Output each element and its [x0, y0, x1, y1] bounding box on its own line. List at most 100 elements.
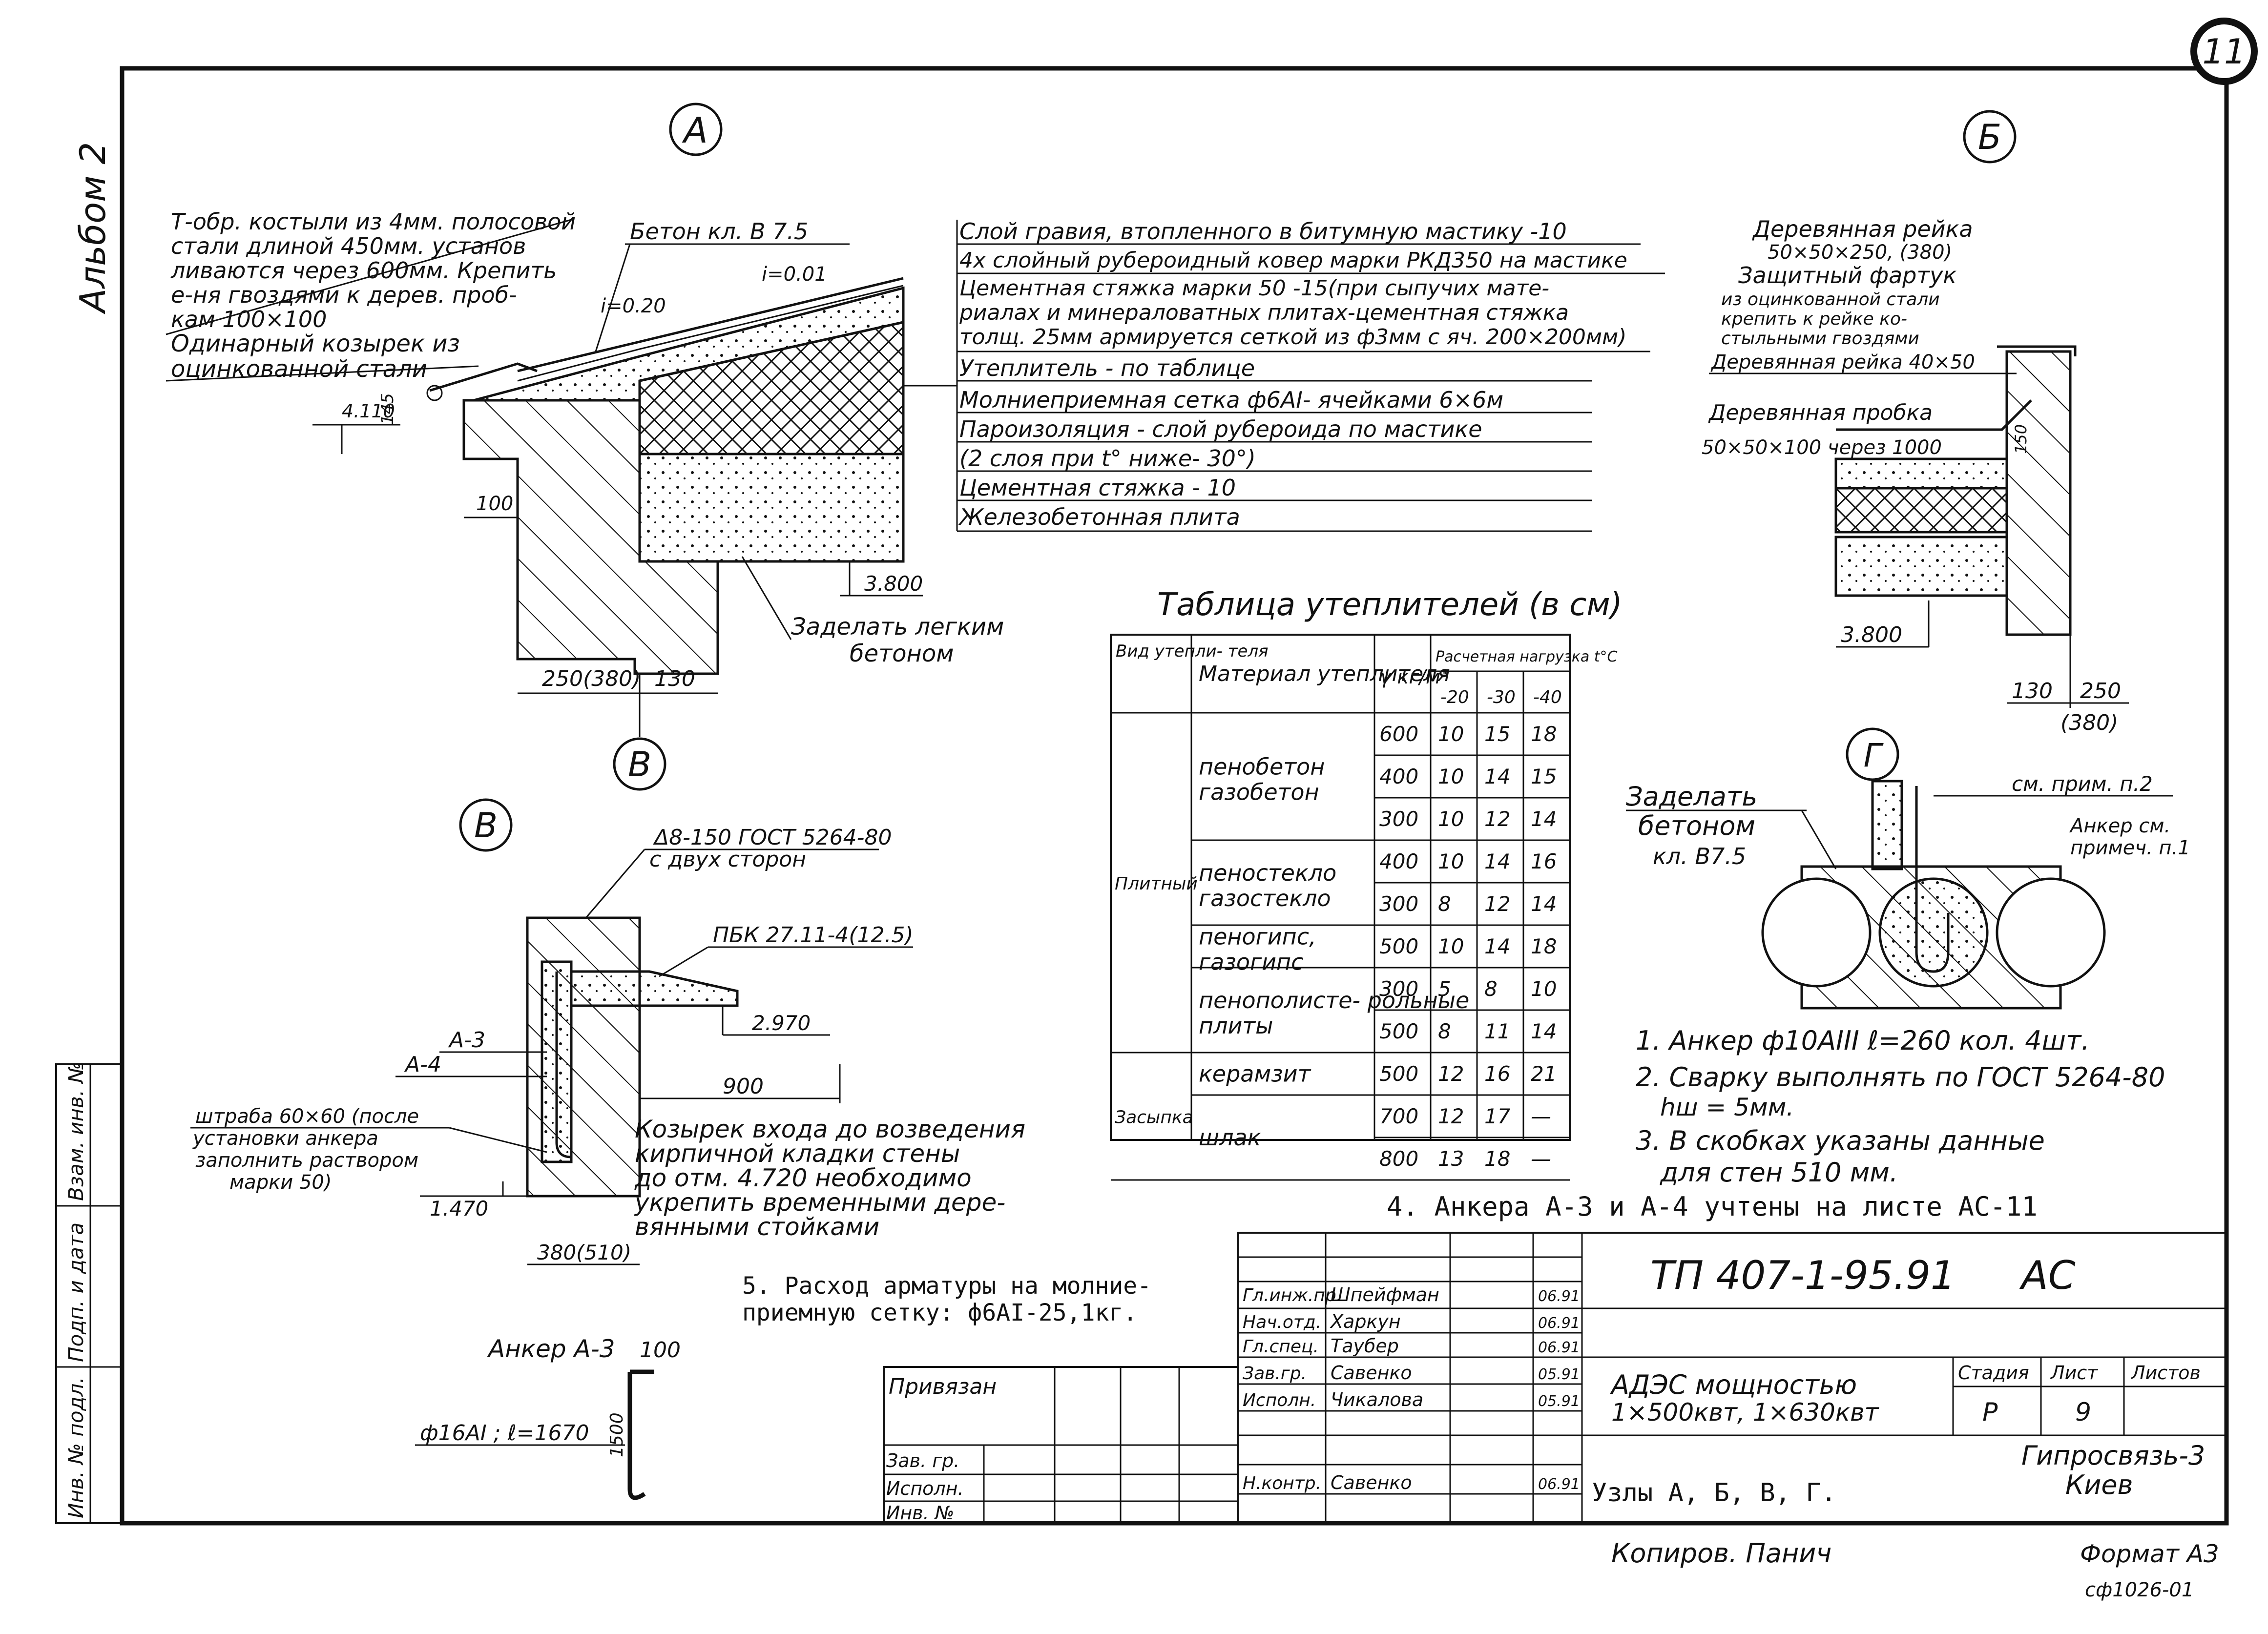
- table-cell: 400: [1379, 765, 1418, 788]
- doc-code: ТП 407-1-95.91: [1650, 1253, 1956, 1298]
- weld-note-2: с двух сторон: [649, 847, 806, 872]
- node-v-dim-wall: 380(510): [537, 1241, 631, 1264]
- sheet-value: 9: [2075, 1398, 2091, 1427]
- signature-cell: 06.91: [1538, 1476, 1580, 1493]
- table-cell: 12: [1438, 1062, 1464, 1086]
- node-a-marker: [669, 103, 723, 156]
- node-g-anchor-bar: [1915, 786, 1950, 973]
- signature-cell: 06.91: [1538, 1339, 1580, 1356]
- table-cell: 16: [1531, 849, 1557, 873]
- table-cell: 18: [1531, 722, 1557, 746]
- anchor-a3-dim-1500: 1500: [607, 1412, 627, 1457]
- weld-note-1: Δ8-150 ГОСТ 5264-80: [653, 825, 892, 850]
- note-2: 2. Сварку выполнять по ГОСТ 5264-80: [1636, 1062, 2165, 1093]
- table-cell: 300: [1379, 892, 1418, 916]
- node-b-note-6: стыльными гвоздями: [1721, 329, 1919, 349]
- table-cell: 300: [1379, 807, 1418, 831]
- chase-note-3: заполнить раствором: [195, 1149, 418, 1172]
- node-b-note-1: Деревянная рейка: [1752, 216, 1973, 242]
- node-a-marker-v: [613, 737, 666, 791]
- table-cell: 500: [1379, 1062, 1418, 1086]
- node-b: Б Деревянная рейка 50×50×250, (380) Защи…: [1702, 110, 2129, 735]
- th-temp-3: -40: [1533, 687, 1562, 707]
- table-cell: 12: [1484, 807, 1510, 831]
- node-g-fill-1: Заделать: [1626, 781, 1757, 812]
- table-cell: 10: [1438, 722, 1464, 746]
- signature-cell: Шпейфман: [1331, 1284, 1439, 1305]
- page-number-badge: 11: [2190, 18, 2258, 85]
- stage-value: Р: [1982, 1398, 1998, 1427]
- table-cell: 14: [1531, 892, 1557, 916]
- table-cell: 10: [1438, 934, 1464, 958]
- th-material: Материал утеплителя: [1199, 662, 1450, 686]
- table-cell: 14: [1484, 934, 1510, 958]
- svg-text:Б: Б: [1978, 117, 2001, 157]
- layer-4: Утеплитель - по таблице: [959, 355, 1255, 381]
- table-cell: 15: [1484, 722, 1510, 746]
- node-b-parapet: [2005, 350, 2072, 636]
- signature-cell: Савенко: [1331, 1472, 1412, 1493]
- table-material: газогипс: [1199, 949, 1303, 975]
- node-v-level-1470: 1.470: [430, 1197, 488, 1220]
- table-cell: 10: [1531, 977, 1557, 1001]
- note-5: 5. Расход арматуры на молние-: [742, 1272, 1151, 1300]
- sheet-header: Лист: [2050, 1362, 2099, 1384]
- table-cell: 14: [1484, 765, 1510, 788]
- light-concrete-note-1: Заделать легким: [791, 613, 1004, 641]
- table-material: шлак: [1199, 1124, 1261, 1151]
- table-title: Таблица утеплителей (в см): [1157, 587, 1623, 623]
- dim-100: 100: [476, 493, 513, 515]
- canopy-note-4: укрепить временными дере-: [634, 1188, 1005, 1217]
- table-cell: 300: [1379, 977, 1418, 1001]
- table-cell: 11: [1484, 1019, 1510, 1043]
- project-line-2: 1×500квт, 1×630квт: [1611, 1398, 1880, 1427]
- table-cell: 17: [1484, 1104, 1511, 1128]
- side-stamp-label-2: Подп. и дата: [64, 1222, 88, 1362]
- general-notes: 1. Анкер ф10АIII ℓ=260 кол. 4шт. 2. Свар…: [742, 1025, 2165, 1326]
- node-b-dim-380: (380): [2060, 710, 2118, 735]
- table-cell: 15: [1531, 765, 1557, 788]
- concrete-class-label: Бетон кл. В 7.5: [630, 218, 808, 245]
- title-block: Привязан Зав. гр. Исполн. Инв. № Гл.инж.…: [883, 1232, 2227, 1524]
- table-cell: 14: [1484, 849, 1510, 873]
- node-g-fill-3: кл. В7.5: [1653, 843, 1746, 869]
- node-g-fill-2: бетоном: [1638, 810, 1755, 841]
- node-b-note-4: из оцинкованной стали: [1721, 290, 1940, 310]
- table-cell: —: [1531, 1147, 1551, 1171]
- table-cell: 700: [1379, 1104, 1418, 1128]
- node-b-note-3: Защитный фартук: [1738, 262, 1956, 289]
- table-cell: 800: [1379, 1147, 1418, 1171]
- table-type: Засыпка: [1115, 1108, 1193, 1128]
- table-material: пеностекло: [1199, 860, 1336, 886]
- slope-label-1: i=0.20: [601, 295, 666, 317]
- canopy-note-3: до отм. 4.720 необходимо: [634, 1164, 972, 1192]
- table-cell: 12: [1484, 892, 1510, 916]
- node-g-see-note: см. прим. п.2: [2012, 772, 2153, 796]
- sheets-header: Листов: [2130, 1362, 2201, 1384]
- sheet-title: Узлы А, Б, В, Г.: [1592, 1478, 1836, 1508]
- level-mark-4110: 4.110: [342, 400, 395, 422]
- chase-note-2: установки анкера: [192, 1127, 378, 1150]
- signature-cell: 06.91: [1538, 1315, 1580, 1332]
- left-row-2: Исполн.: [886, 1478, 964, 1499]
- svg-text:В: В: [628, 745, 651, 785]
- node-b-plug-1: Деревянная пробка: [1708, 400, 1933, 425]
- svg-text:стали длиной 450мм. установ: стали длиной 450мм. установ: [171, 233, 526, 259]
- table-material: керамзит: [1199, 1061, 1311, 1087]
- anchor-a3-spec: ф16АI ; ℓ=1670: [420, 1421, 589, 1446]
- album-label: Альбом 2: [72, 142, 113, 314]
- th-type: Вид утепли- теля: [1116, 641, 1269, 661]
- svg-text:В: В: [474, 806, 498, 846]
- node-b-marker: [1963, 110, 2017, 164]
- layer-6b: (2 слоя при t° ниже- 30°): [959, 445, 1256, 472]
- node-v-marker: [459, 798, 513, 852]
- layer-3c: толщ. 25мм армируется сеткой из ф3мм с я…: [959, 325, 1626, 350]
- node-a-anchor-note: Т-обр. костыли из 4мм. полосовой стали д…: [166, 208, 576, 383]
- slope-label-2: i=0.01: [762, 263, 827, 286]
- svg-text:А: А: [682, 110, 707, 151]
- table-material: плиты: [1199, 1013, 1273, 1039]
